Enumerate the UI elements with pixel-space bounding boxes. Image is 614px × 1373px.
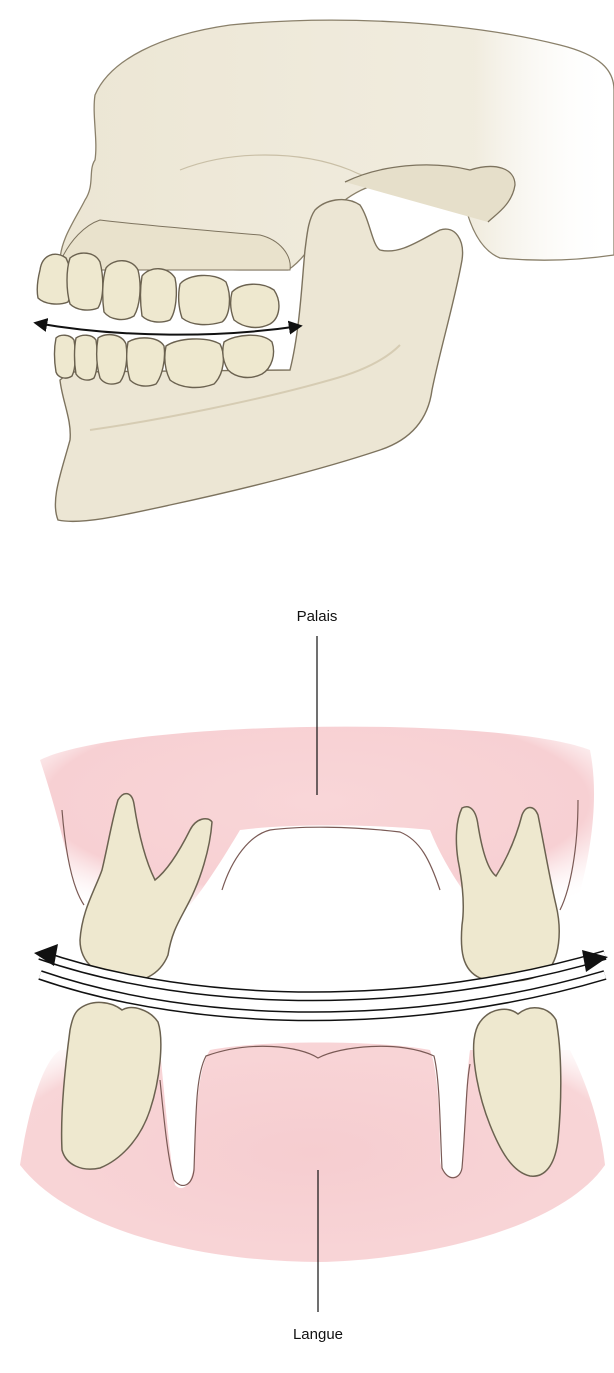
label-tongue: Langue [293, 1326, 343, 1343]
lower-molar-1 [165, 339, 224, 388]
zygomatic-arch [345, 165, 515, 222]
skull-illustration [36, 20, 614, 521]
arrow-head-left [34, 944, 58, 966]
lower-incisor-2 [75, 335, 98, 380]
upper-molar [231, 284, 279, 327]
frontal-section-illustration [20, 636, 608, 1312]
upper-incisor-2 [67, 253, 103, 310]
lower-premolar-1 [127, 338, 165, 386]
lower-molar-2 [223, 335, 274, 377]
upper-premolar-1 [141, 269, 177, 322]
lower-incisor-1 [55, 335, 76, 378]
upper-premolar-2 [179, 275, 230, 324]
lower-canine [97, 335, 127, 384]
upper-canine [103, 261, 140, 320]
label-palate: Palais [297, 608, 338, 625]
